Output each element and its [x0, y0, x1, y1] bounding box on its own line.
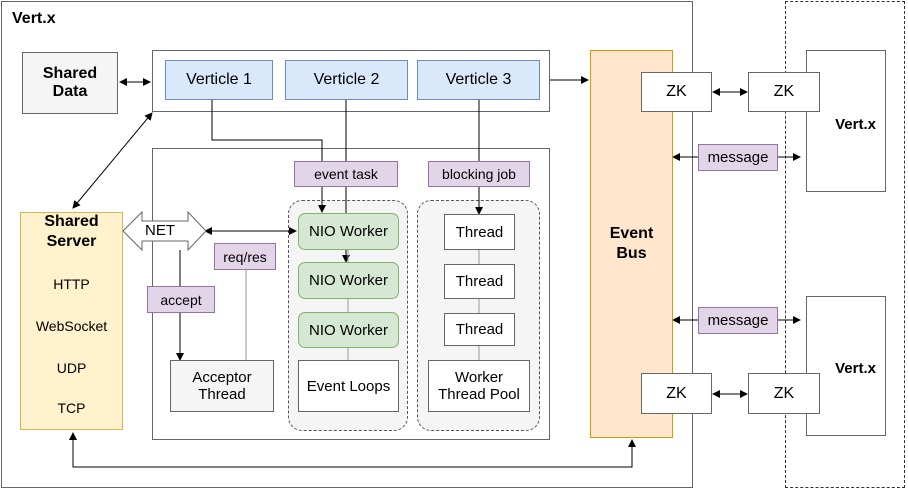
zk-remote-top-front: ZK — [748, 72, 820, 112]
protocol-websocket: WebSocket — [35, 318, 108, 334]
event-loops-box: Event Loops — [298, 360, 399, 412]
message-label-top: message — [698, 144, 778, 171]
server-bus-link — [69, 432, 636, 468]
shared-server-box — [20, 212, 123, 430]
verticle-1: Verticle 1 — [165, 60, 273, 100]
verticle-3: Verticle 3 — [417, 60, 540, 100]
remote-vertx-bottom-label: Vert.x — [835, 360, 876, 377]
verticle-2: Verticle 2 — [285, 60, 408, 100]
net-arrow-shape — [122, 210, 207, 252]
verticle-container — [152, 50, 550, 112]
protocol-udp: UDP — [56, 360, 87, 376]
nio-worker-1: NIO Worker — [298, 213, 399, 250]
thread-2: Thread — [444, 264, 515, 299]
shared-server-title: Shared Server — [44, 213, 99, 250]
nio-worker-3: NIO Worker — [298, 312, 399, 348]
shared-server-link — [72, 112, 153, 209]
accept-label: accept — [147, 286, 215, 313]
thread-1: Thread — [444, 214, 515, 250]
vertx-main-frame — [1, 1, 693, 488]
message-label-bottom: message — [698, 307, 778, 334]
event-task-label: event task — [294, 161, 398, 187]
zk-local-bottom: ZK — [641, 373, 712, 414]
acceptor-thread-box: Acceptor Thread — [170, 360, 274, 412]
thread-3: Thread — [444, 313, 515, 346]
remote-vertx-frame — [785, 1, 905, 488]
net-label: NET — [145, 222, 175, 239]
blocking-job-label: blocking job — [428, 161, 530, 187]
verticle1-nio-link — [211, 100, 326, 213]
shared-data-box: Shared Data — [22, 52, 118, 114]
zk-remote-bottom-front: ZK — [748, 373, 820, 414]
zk-local-top: ZK — [641, 72, 712, 112]
req-res-label: req/res — [214, 243, 276, 270]
protocol-http: HTTP — [53, 276, 90, 292]
vertx-main-title: Vert.x — [12, 10, 56, 27]
remote-vertx-top-label: Vert.x — [835, 116, 876, 133]
protocol-tcp: TCP — [57, 400, 86, 416]
nio-worker-2: NIO Worker — [298, 262, 399, 299]
worker-thread-pool-box: Worker Thread Pool — [428, 360, 530, 412]
